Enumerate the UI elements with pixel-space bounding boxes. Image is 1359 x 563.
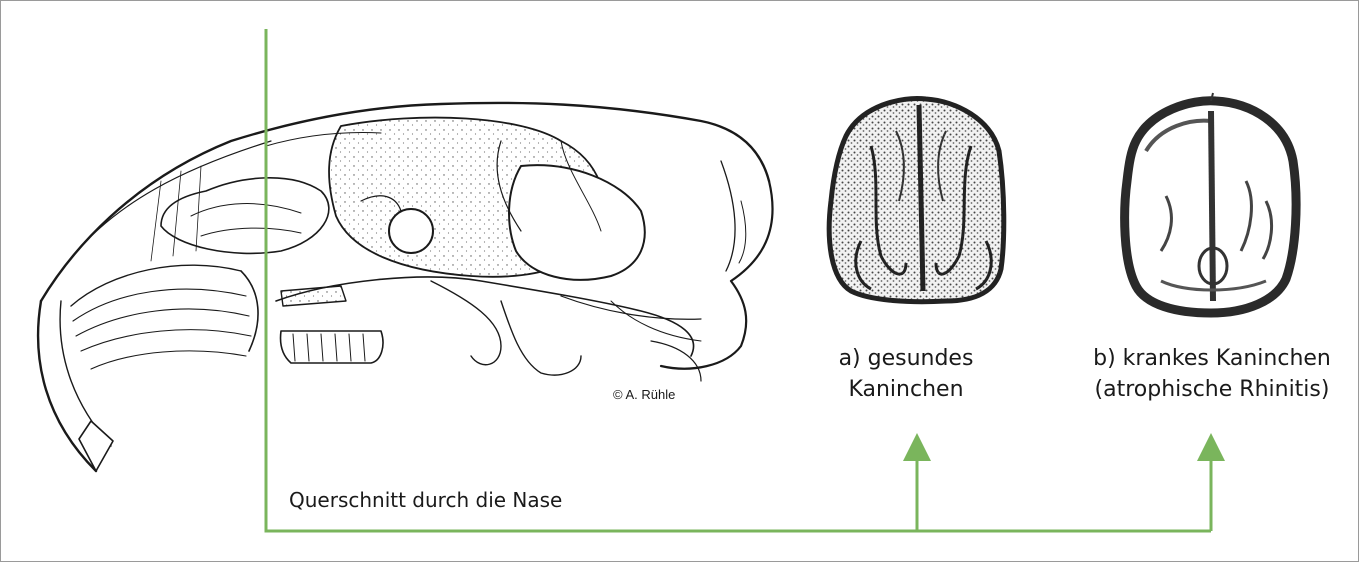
cross-section-line — [266, 29, 1211, 531]
caption-sick: b) krankes Kaninchen (atrophische Rhinit… — [1067, 343, 1357, 405]
cross-section-connector — [266, 29, 1211, 531]
caption-healthy-line1: a) gesundes — [821, 343, 991, 374]
caption-sick-line2: (atrophische Rhinitis) — [1067, 374, 1357, 405]
caption-healthy-line2: Kaninchen — [821, 374, 991, 405]
caption-healthy: a) gesundes Kaninchen — [821, 343, 991, 405]
copyright-note: © A. Rühle — [613, 387, 675, 402]
caption-sick-line1: b) krankes Kaninchen — [1067, 343, 1357, 374]
caption-cross-section: Querschnitt durch die Nase — [289, 488, 562, 512]
arrow-to-sick-head — [1197, 433, 1225, 461]
arrow-to-healthy-head — [903, 433, 931, 461]
sick-cross-section-image — [1125, 93, 1296, 313]
healthy-cross-section-image — [829, 98, 1004, 301]
skull-drawing — [38, 103, 772, 471]
